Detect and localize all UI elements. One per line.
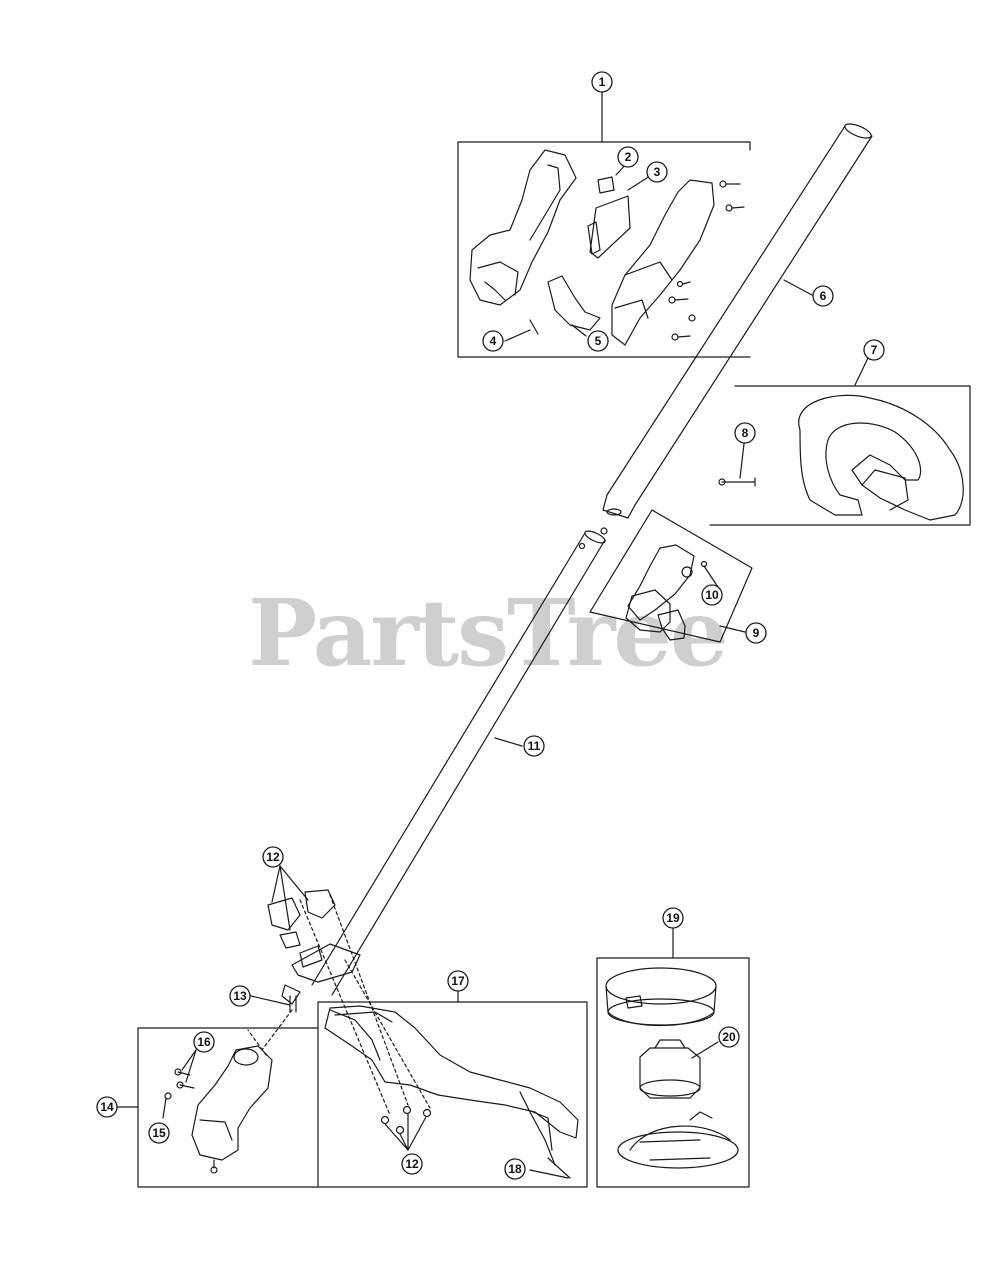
callout-17: 17 [447,970,469,992]
callout-19: 19 [662,907,684,929]
guard-shield [299,894,579,1179]
callout-number: 4 [490,334,497,348]
callouts: 1 2 3 4 5 6 7 8 9 10 11 12 13 14 15 16 1… [96,71,885,1180]
callout-number: 12 [266,850,280,864]
switch [597,176,615,194]
callout-3: 3 [646,161,668,183]
spool-assembly [605,967,739,1169]
callout-8: 8 [734,422,756,444]
callout-15: 15 [148,1122,170,1144]
lock-lever [547,275,601,331]
box-clamp [589,509,753,643]
box-assist-handle [709,385,971,526]
callout-14: 14 [96,1096,118,1118]
callout-6: 6 [812,285,834,307]
callout-number: 6 [820,289,827,303]
handle-housing-halves [469,149,745,346]
callout-20: 20 [718,1026,740,1048]
callout-2: 2 [617,146,639,168]
upper-shaft [602,123,873,519]
box-handle-housing [457,141,751,358]
callout-number: 19 [666,911,680,925]
callout-number: 12 [405,1157,419,1171]
callout-12-top: 12 [262,846,284,868]
callout-number: 13 [233,989,247,1003]
callout-5: 5 [587,330,609,352]
callout-9: 9 [745,622,767,644]
callout-number: 9 [753,626,760,640]
gearbox-assembly [164,1009,293,1174]
callout-1: 1 [591,71,613,93]
box-spool [596,957,750,1188]
callout-16: 16 [193,1031,215,1053]
handle-clamp [625,544,708,641]
trigger [589,195,631,259]
callout-number: 11 [528,739,541,753]
callout-number: 1 [599,75,606,89]
callout-number: 8 [742,426,749,440]
callout-10: 10 [701,584,723,606]
callout-number: 14 [100,1100,114,1114]
callout-number: 20 [722,1030,736,1044]
callout-number: 2 [625,150,632,164]
callout-7: 7 [863,339,885,361]
callout-number: 5 [595,334,602,348]
callout-13: 13 [229,985,251,1007]
assist-handle [718,394,964,521]
callout-12-bottom: 12 [401,1153,423,1175]
lower-shaft [311,527,608,996]
callout-number: 18 [508,1162,522,1176]
callout-number: 15 [152,1126,166,1140]
leader-lines [117,91,869,1179]
shaft-clamp [267,889,361,1013]
callout-18: 18 [504,1158,526,1180]
spring [529,319,539,335]
callout-number: 16 [197,1035,211,1049]
callout-4: 4 [482,330,504,352]
callout-number: 10 [705,588,719,602]
callout-number: 17 [451,974,465,988]
box-shield [317,1001,588,1188]
callout-number: 3 [654,165,661,179]
callout-11: 11 [523,735,545,757]
callout-number: 7 [871,343,878,357]
